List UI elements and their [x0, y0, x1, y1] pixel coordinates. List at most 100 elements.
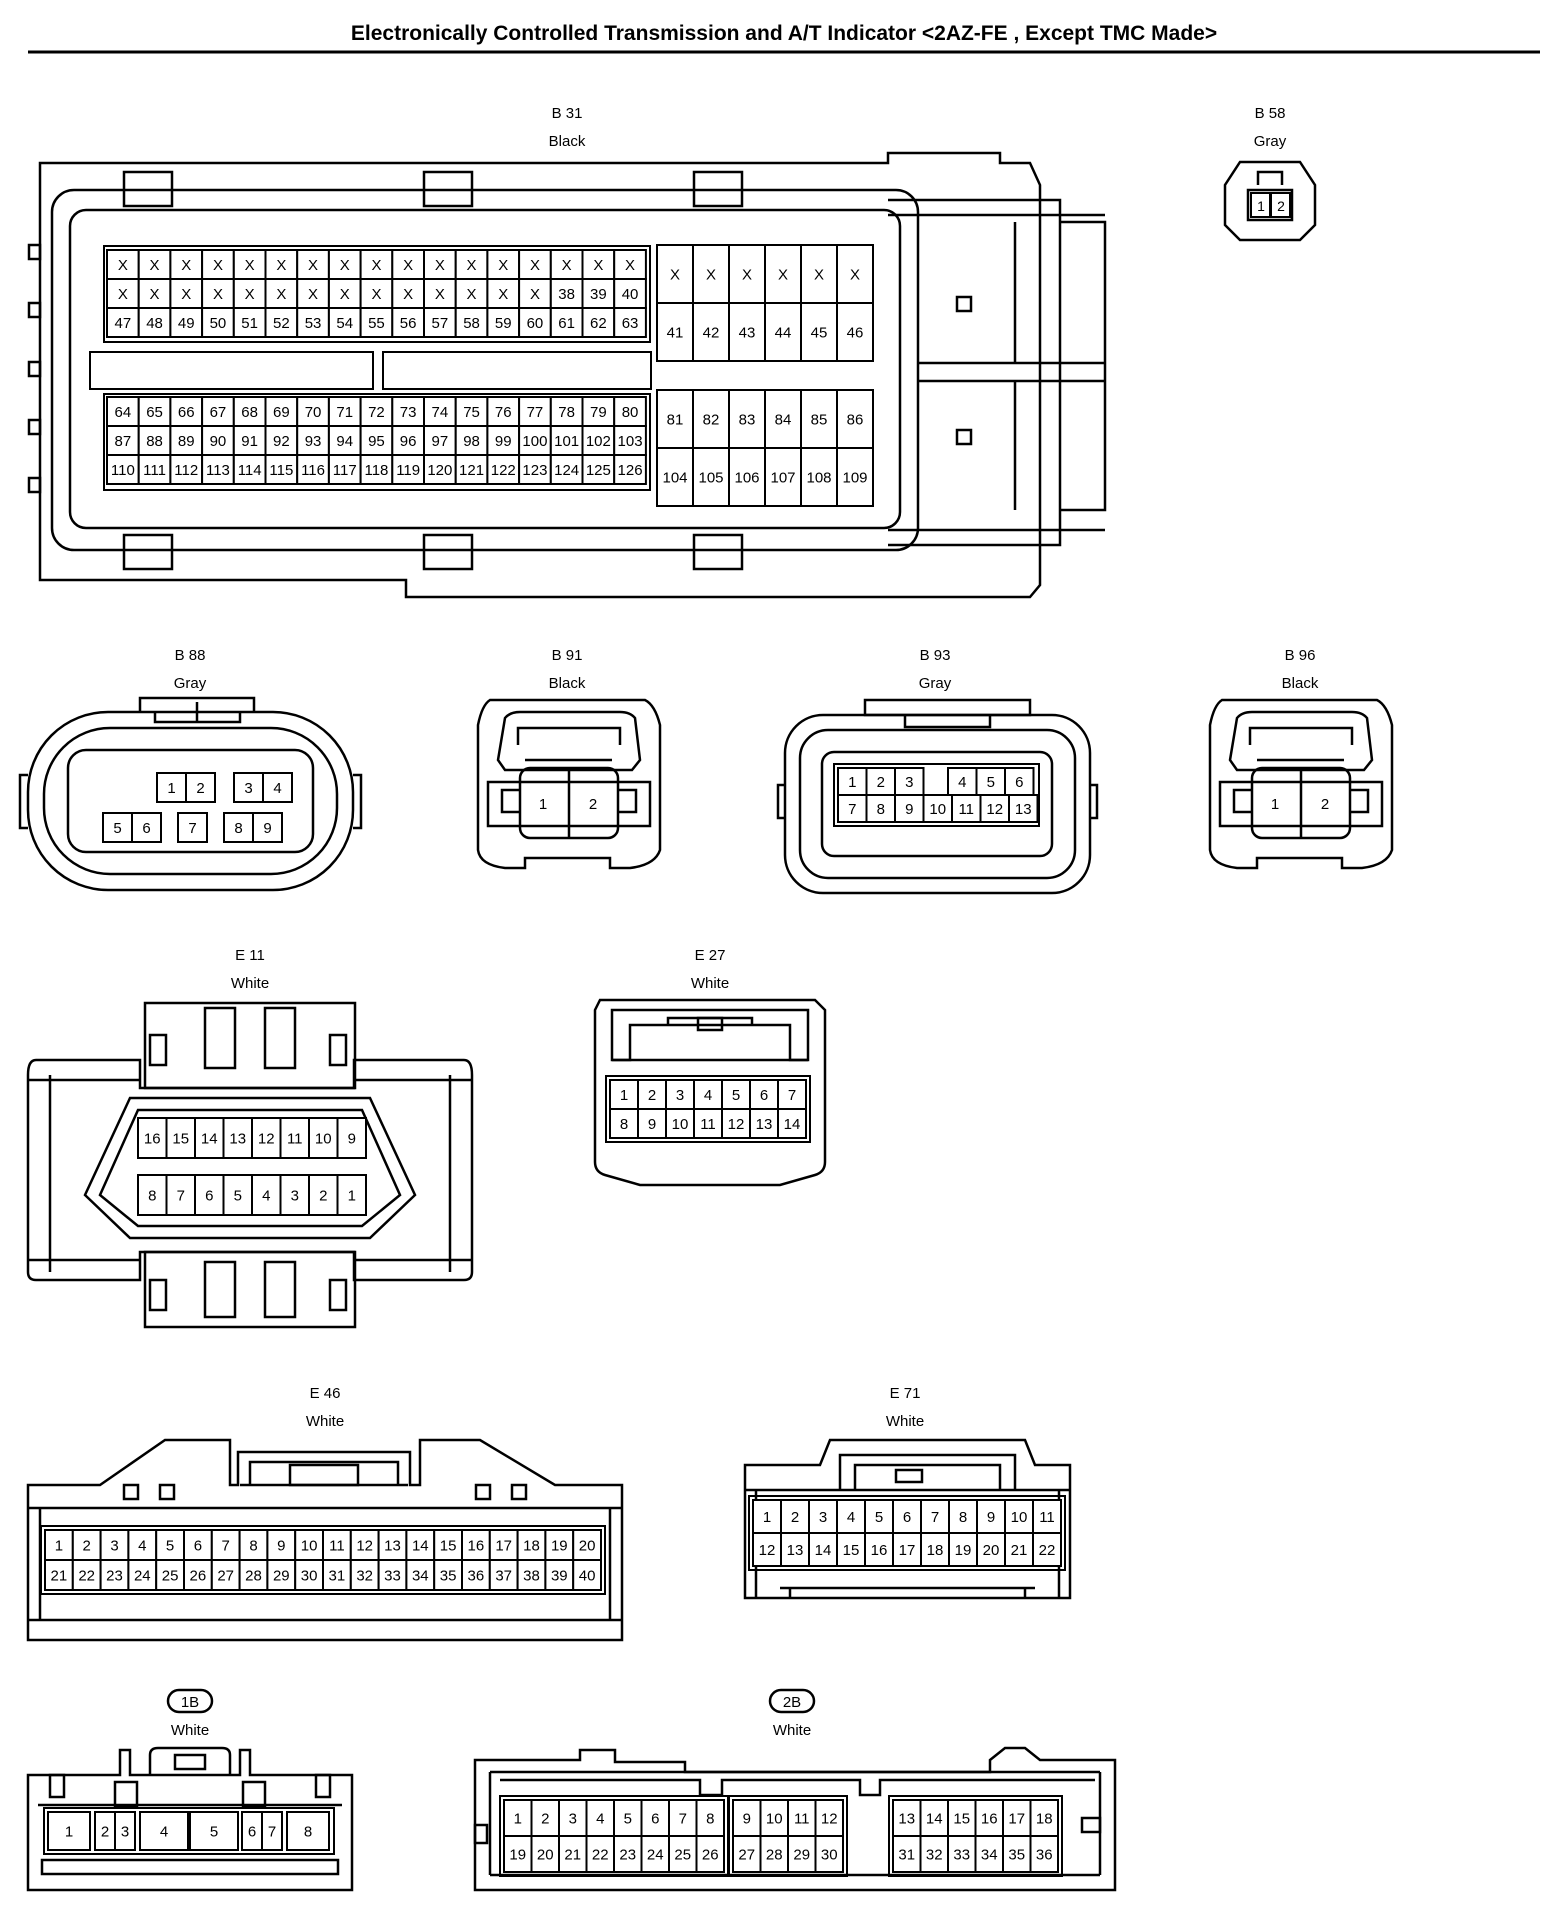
pin-label: 32 [926, 1846, 943, 1863]
pin-label: 15 [953, 1810, 970, 1827]
pin-cavity [222, 1174, 253, 1216]
pin-label: 118 [364, 462, 388, 479]
pin-cavity [836, 302, 874, 362]
pin-label: 9 [987, 1509, 995, 1526]
pin-cavity [262, 772, 293, 803]
connector-b91: B 91 Black 1 2 [476, 647, 662, 870]
pin-label: 3 [291, 1187, 299, 1204]
pin-label: 35 [1008, 1846, 1025, 1863]
pin-cavity [613, 454, 647, 485]
pin-label: X [814, 266, 824, 283]
pin-label: 36 [1036, 1846, 1053, 1863]
pin-label: 12 [821, 1810, 838, 1827]
pin-cavity [764, 447, 802, 507]
pin-label: 3 [110, 1537, 118, 1554]
pin-label: 13 [898, 1810, 915, 1827]
pin-cavity [1004, 767, 1035, 796]
pin-cavity [391, 396, 425, 427]
pin-label: 2 [101, 1823, 109, 1840]
pin-label: 111 [143, 462, 166, 479]
connector-code: E 11 [235, 947, 265, 964]
pin-cavity [894, 794, 925, 823]
pin-cavity [327, 396, 362, 427]
pin-label: 1 [620, 1087, 628, 1104]
pin-label: 5 [234, 1187, 242, 1204]
pin-cavity [296, 454, 330, 485]
pin-label: 102 [586, 433, 611, 450]
pin-cavity [721, 1108, 751, 1139]
pin-label: 78 [558, 404, 575, 421]
pin-label: 8 [304, 1823, 312, 1840]
pin-label: 51 [241, 315, 258, 332]
pin-label: X [276, 257, 286, 274]
pin-cavity [308, 1117, 339, 1159]
pin-label: 2 [319, 1187, 327, 1204]
pin-label: 42 [703, 324, 720, 341]
pin-label: 58 [463, 315, 480, 332]
pin-label: 4 [958, 774, 966, 791]
pin-label: 16 [468, 1537, 485, 1554]
pin-label: 72 [368, 404, 385, 421]
pin-cavity [47, 1811, 91, 1851]
pin-cavity [261, 1811, 283, 1851]
pin-label: 4 [704, 1087, 712, 1104]
pin-cavity [327, 249, 362, 280]
pin-cavity [692, 302, 730, 362]
pin-cavity [185, 772, 216, 803]
pin-label: 54 [336, 315, 353, 332]
pin-label: 116 [301, 462, 325, 479]
pin-cavity [377, 1529, 408, 1561]
pin-label: 80 [622, 404, 639, 421]
pin-cavity [976, 1532, 1006, 1567]
pin-label: X [118, 257, 128, 274]
pin-label: 44 [775, 324, 792, 341]
pin-label: 34 [412, 1567, 429, 1584]
pin-cavity [169, 454, 204, 485]
pin-label: 14 [926, 1810, 943, 1827]
connector-color: Black [549, 133, 586, 150]
pin-label: X [498, 257, 508, 274]
pin-cavity [238, 1559, 269, 1591]
pin-cavity [156, 772, 187, 803]
pin-label: 7 [788, 1087, 796, 1104]
connector-color: White [691, 975, 729, 992]
pin-label: 61 [558, 315, 575, 332]
pin-cavity [549, 249, 584, 280]
pin-label: 22 [592, 1846, 609, 1863]
pin-cavity [1008, 794, 1039, 823]
pin-cavity [131, 812, 162, 843]
pin-cavity [865, 767, 896, 796]
pin-label: X [118, 286, 128, 303]
pin-label: 9 [905, 801, 913, 818]
pin-cavity [948, 1532, 978, 1567]
pin-cavity [137, 1174, 168, 1216]
pin-label: 7 [931, 1509, 939, 1526]
connector-b96: B 96 Black 1 2 [1208, 647, 1394, 870]
pin-label: 7 [679, 1810, 687, 1827]
pin-label: 6 [903, 1509, 911, 1526]
pin-label: 19 [509, 1846, 526, 1863]
pin-label: 1 [65, 1823, 73, 1840]
pin-cavity [777, 1079, 807, 1110]
pin-label: 3 [244, 780, 252, 797]
pin-frame [40, 1525, 606, 1595]
diagram-title: Electronically Controlled Transmission a… [350, 22, 1218, 45]
connector-code: E 71 [890, 1385, 921, 1402]
pin-label: X [467, 286, 477, 303]
pin-label: 1 [539, 796, 547, 813]
pin-label: 28 [245, 1567, 262, 1584]
connector-color: White [886, 1413, 924, 1430]
pin-label: 5 [875, 1509, 883, 1526]
pin-cavity [296, 307, 330, 338]
pin-label: 1 [348, 1187, 356, 1204]
pin-cavity [800, 447, 838, 507]
pin-label: 125 [586, 462, 611, 479]
pin-cavity [656, 447, 694, 507]
pin-label: 7 [188, 820, 196, 837]
pin-label: 6 [760, 1087, 768, 1104]
pin-label: 10 [315, 1130, 332, 1147]
pin-label: 66 [178, 404, 195, 421]
connector-code: E 46 [310, 1385, 341, 1402]
pin-cavity [359, 425, 394, 456]
